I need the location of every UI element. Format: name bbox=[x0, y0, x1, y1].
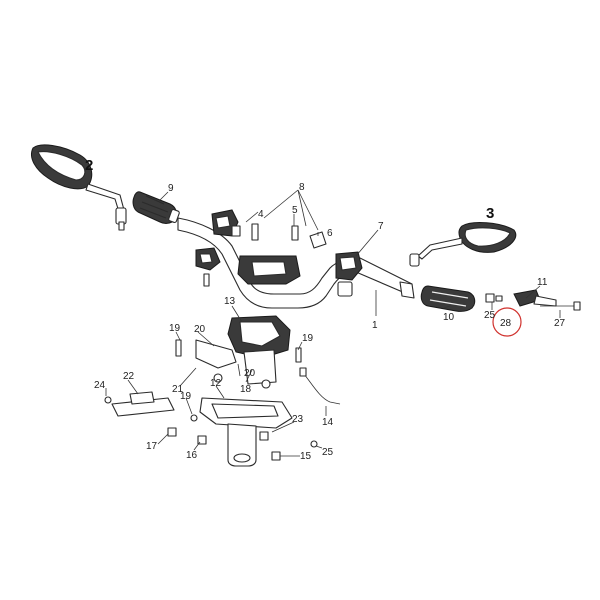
upper-riser bbox=[175, 315, 302, 389]
label-5: 5 bbox=[292, 205, 298, 216]
label-27: 27 bbox=[554, 318, 566, 329]
left-grip bbox=[132, 191, 180, 224]
label-20-left: 19 bbox=[180, 391, 192, 402]
label-19-left: 19 bbox=[169, 323, 181, 334]
label-26: 25 bbox=[484, 310, 496, 321]
label-28: 28 bbox=[500, 318, 512, 329]
label-15: 15 bbox=[300, 451, 312, 462]
label-11: 11 bbox=[537, 277, 548, 288]
label-12: 12 bbox=[210, 378, 222, 389]
label-3: 3 bbox=[486, 205, 494, 222]
label-10: 10 bbox=[443, 312, 455, 323]
label-23: 21 bbox=[172, 384, 184, 395]
throttle-housing bbox=[513, 289, 581, 311]
label-1: 1 bbox=[372, 320, 378, 331]
right-switch-assembly bbox=[335, 251, 363, 297]
label-18: 18 bbox=[240, 384, 252, 395]
label-2: 2 bbox=[85, 157, 93, 174]
label-9: 9 bbox=[168, 183, 174, 194]
highlight-circle bbox=[492, 307, 522, 337]
label-21: 20 bbox=[194, 324, 206, 335]
label-7: 7 bbox=[378, 221, 384, 232]
left-mirror bbox=[31, 144, 127, 231]
label-25-right: 25 bbox=[322, 447, 334, 458]
leader-lines bbox=[88, 167, 561, 451]
label-17: 17 bbox=[146, 441, 158, 452]
brake-cable bbox=[299, 367, 341, 405]
label-25-left: 24 bbox=[94, 380, 106, 391]
label-22: 20 bbox=[244, 368, 256, 379]
part-labels: 2 3 9 8 4 5 6 7 1 10 11 25 28 27 13 19 2… bbox=[85, 157, 566, 462]
handlebar-clamp bbox=[237, 255, 301, 285]
label-19-right: 19 bbox=[302, 333, 314, 344]
label-16: 16 bbox=[186, 450, 198, 461]
lower-bolts bbox=[167, 414, 318, 461]
label-13: 13 bbox=[224, 296, 236, 307]
label-4: 4 bbox=[258, 209, 264, 220]
label-24: 22 bbox=[123, 371, 135, 382]
label-20-right: 23 bbox=[292, 414, 304, 425]
right-grip bbox=[420, 285, 503, 312]
lower-triple-clamp bbox=[199, 397, 293, 467]
label-8: 8 bbox=[299, 182, 305, 193]
mount-bracket bbox=[104, 391, 175, 417]
right-mirror bbox=[409, 222, 517, 267]
label-14: 14 bbox=[322, 417, 334, 428]
handlebar-tube bbox=[177, 217, 415, 309]
label-6: 6 bbox=[327, 228, 333, 239]
